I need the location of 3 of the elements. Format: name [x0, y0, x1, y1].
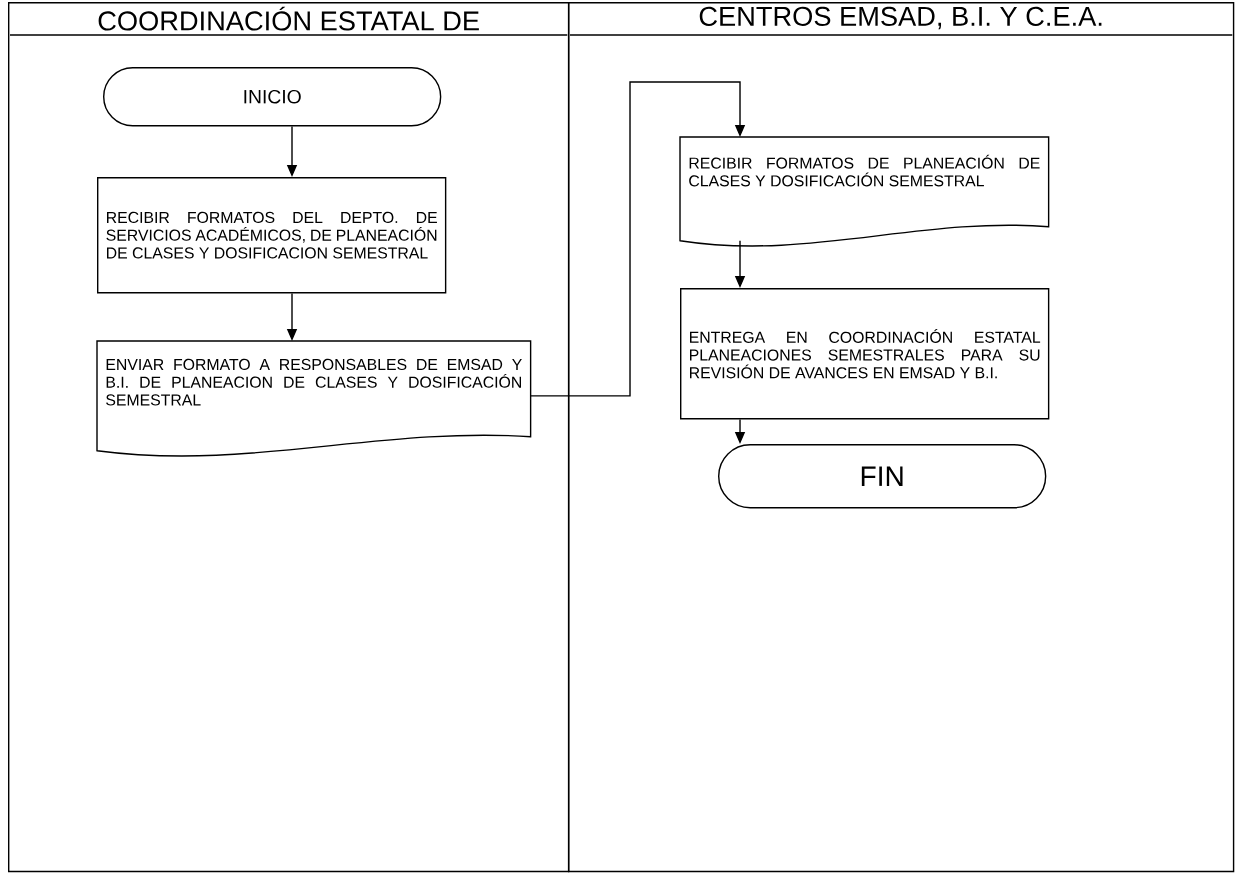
process-box: ENTREGA EN COORDINACIÓN ESTATAL PLANEACIONES SEMESTRALES PARA SU REVISIÓN DE AVANCES EN EMSAD Y B.I.	[680, 288, 1050, 420]
arrow	[529, 81, 746, 397]
process-box: RECIBIR FORMATOS DEL DEPTO. DE SERVICIOS ACADÉMICOS, DE PLANEACIÓN DE CLASES Y DOSIFICACION SEMESTRAL	[97, 177, 447, 294]
